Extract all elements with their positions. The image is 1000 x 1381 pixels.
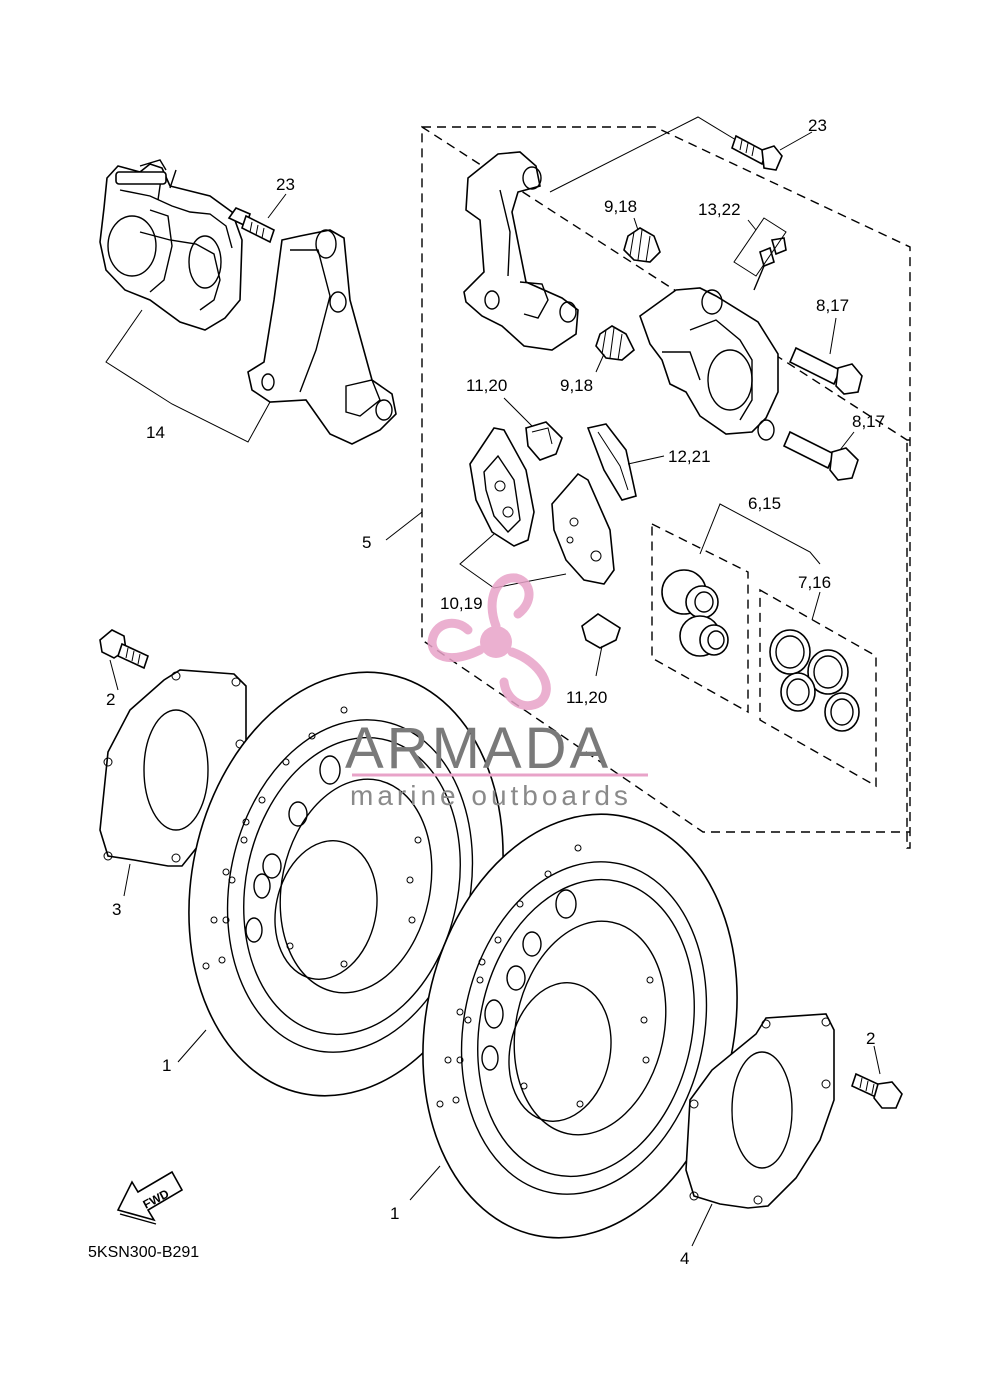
leader-14 (105, 309, 271, 443)
pin-8-17-lower (782, 430, 859, 481)
boot-9-18-lower (595, 325, 635, 361)
callout-10-19: 10,19 (440, 594, 483, 613)
leader-9-18-lower (595, 353, 605, 373)
leader-11-20-upper (503, 397, 533, 427)
leader-5 (385, 511, 423, 541)
leader-11-20-lower (595, 645, 603, 677)
armada-logo (427, 573, 551, 711)
callout-1-left: 1 (162, 1056, 171, 1075)
seals-7-16 (769, 629, 860, 732)
leader-23-left (267, 193, 287, 219)
callout-23-left: 23 (276, 175, 295, 194)
box-6-15 (651, 522, 749, 714)
callout-5: 5 (362, 533, 371, 552)
callout-2-right: 2 (866, 1029, 875, 1048)
brake-disc-1-right (422, 813, 738, 1239)
callout-8-17-upper: 8,17 (816, 296, 849, 315)
brake-pad-10-19-b (551, 472, 615, 585)
leader-1-right (409, 1165, 441, 1201)
leader-3 (123, 863, 131, 897)
fwd-arrow-icon: FWD (116, 1170, 184, 1225)
leader-13-22 (747, 219, 757, 231)
callout-8-17-lower: 8,17 (852, 412, 885, 431)
callout-12-21: 12,21 (668, 447, 711, 466)
plate-4 (685, 1013, 835, 1209)
pad-spring-11-20-upper (525, 421, 563, 461)
piston-6-15 (661, 569, 729, 657)
brake-pad-10-19-a (469, 427, 535, 547)
callout-2-left: 2 (106, 690, 115, 709)
leader-8-17-lower (839, 431, 855, 451)
callout-13-22: 13,22 (698, 200, 741, 219)
callout-3: 3 (112, 900, 121, 919)
caliper-bracket-right (463, 151, 579, 351)
caliper-assembly-left (99, 159, 397, 445)
callout-11-20-lower: 11,20 (566, 688, 607, 707)
callout-1-right: 1 (390, 1204, 399, 1223)
bolt-2-right (851, 1072, 903, 1109)
leader-12-21 (627, 455, 665, 465)
callout-4: 4 (680, 1249, 689, 1268)
watermark-title: ARMADA (345, 716, 611, 781)
leader-7-16 (811, 591, 821, 621)
assembly-5-boundary (421, 125, 911, 849)
callout-11-20-upper: 11,20 (466, 376, 507, 395)
leader-2-left (109, 659, 119, 691)
callout-14: 14 (146, 423, 165, 442)
leader-4 (691, 1203, 713, 1247)
bolt-2-left (99, 629, 149, 670)
watermark-subtitle: marine outboards (350, 780, 632, 811)
pin-8-17-upper (788, 346, 863, 395)
leader-9-18-upper (633, 217, 639, 231)
bolt-23-right (731, 134, 783, 171)
leader-bracket-23 (549, 116, 737, 193)
boot-9-18-upper (623, 227, 661, 263)
bolt-23-left (227, 207, 275, 244)
pad-spring-11-20-lower (581, 613, 621, 649)
leader-1-left (177, 1029, 207, 1063)
leader-2-right (873, 1045, 881, 1075)
leader-8-17-upper (829, 317, 837, 355)
leader-23-right (779, 131, 813, 151)
callout-23-right: 23 (808, 116, 827, 135)
caliper-body-right (639, 287, 779, 441)
bleed-screw-13-22 (733, 217, 787, 291)
pad-shim-12-21 (586, 423, 637, 501)
leader-10-19 (459, 533, 567, 589)
callout-9-18-lower: 9,18 (560, 376, 593, 395)
diagram-code: 5KSN300-B291 (88, 1244, 199, 1261)
callout-9-18-upper: 9,18 (604, 197, 637, 216)
callout-7-16: 7,16 (798, 573, 831, 592)
leader-6-15 (699, 503, 821, 565)
box-7-16 (759, 588, 877, 788)
callout-6-15: 6,15 (748, 494, 781, 513)
